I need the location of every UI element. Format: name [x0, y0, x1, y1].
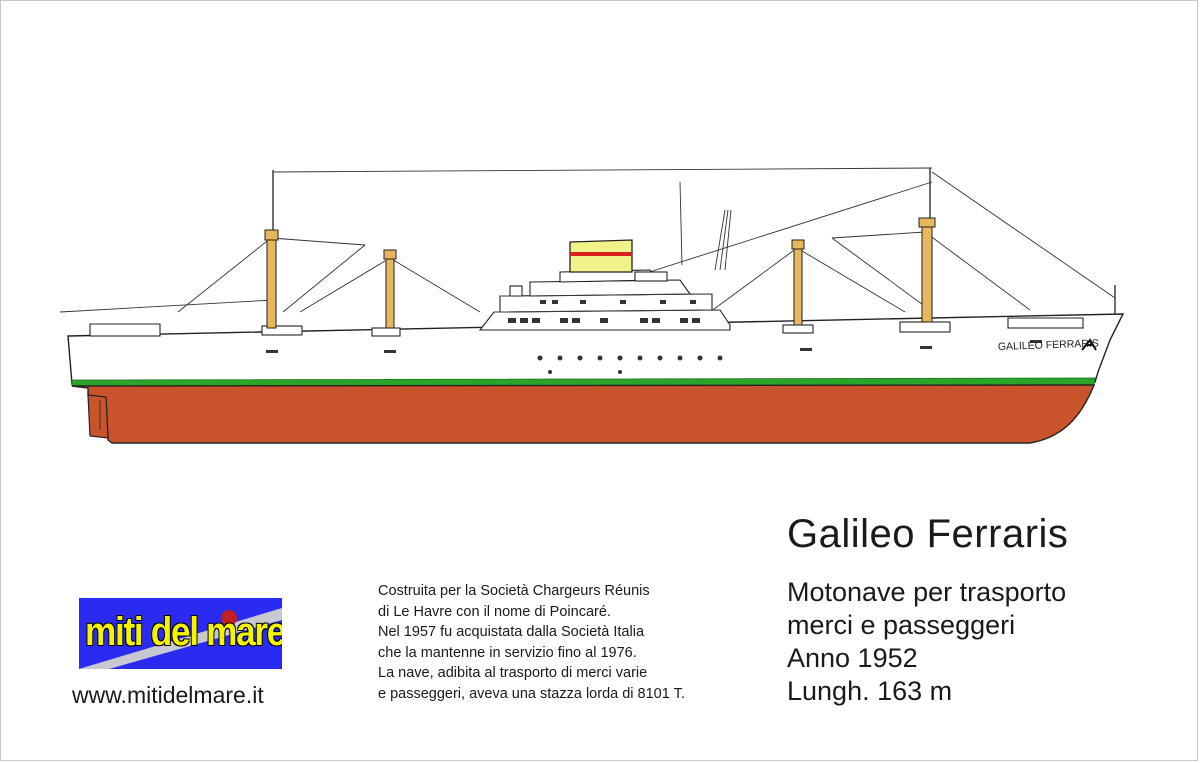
logo-swoosh-icon	[79, 608, 282, 669]
spec-length: Lungh. 163 m	[787, 676, 953, 706]
ship-funnel	[569, 239, 633, 273]
history-line: e passeggeri, aveva una stazza lorda di …	[378, 685, 685, 702]
history-line: di Le Havre con il nome di Poincaré.	[378, 603, 611, 620]
logo-text: miti del mare	[85, 610, 282, 654]
ship-rigging	[59, 167, 1116, 313]
spec-year: Anno 1952	[787, 643, 918, 673]
history-line: Nel 1957 fu acquistata dalla Società Ita…	[378, 624, 645, 640]
ship-illustration: GALILEO FERRARIS	[59, 167, 1125, 444]
bow-emblem	[1081, 338, 1097, 351]
ship-rails	[90, 293, 1083, 325]
spec-type-cont: merci e passeggeri	[787, 610, 1016, 640]
ship-hull	[67, 313, 1125, 444]
spec-type: Motonave per trasporto	[787, 577, 1067, 607]
ship-specs: Motonave per trasporto merci e passegger…	[787, 576, 1187, 708]
ship-portholes	[266, 300, 1042, 374]
history-line: La nave, adibita al trasporto di merci v…	[378, 665, 648, 681]
history-line: Costruita per la Società Chargeurs Réuni…	[378, 583, 650, 599]
site-logo[interactable]: miti del mare	[79, 598, 282, 669]
history-text: Costruita per la Società Chargeurs Réuni…	[378, 581, 758, 704]
history-line: che la mantenne in servizio fino al 1976…	[378, 644, 637, 661]
ship-title: Galileo Ferraris	[787, 512, 1069, 556]
ship-masts	[264, 168, 1116, 329]
website-link[interactable]: www.mitidelmare.it	[72, 682, 264, 708]
hull-lettering: GALILEO FERRARIS	[998, 337, 1099, 353]
ship-superstructure	[89, 269, 1084, 337]
